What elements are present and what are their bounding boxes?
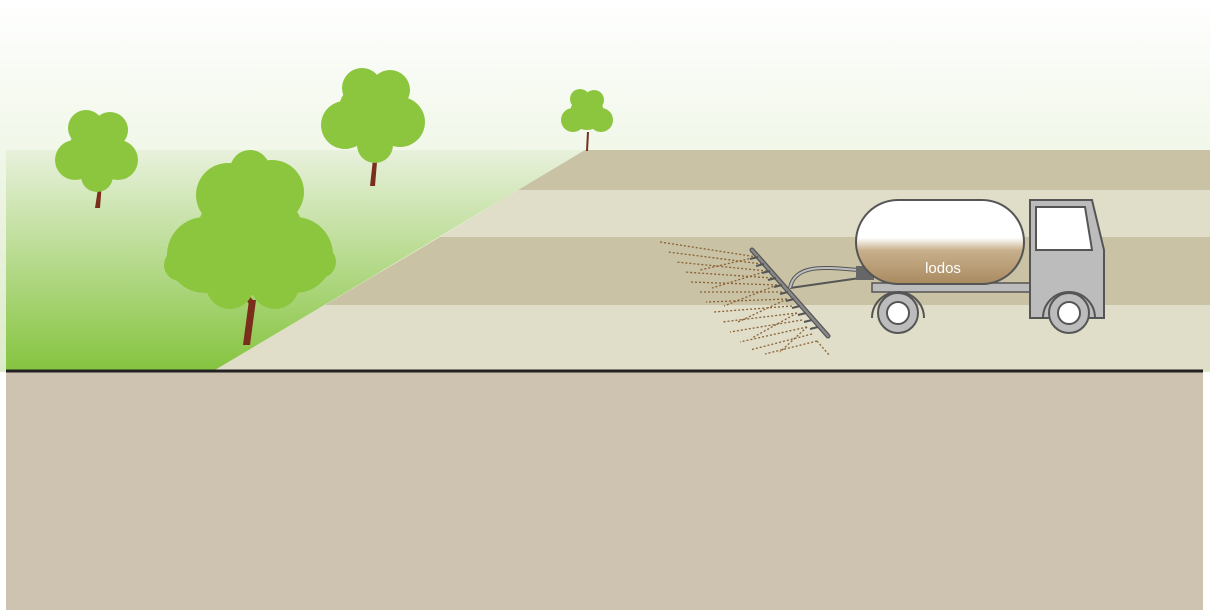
tank-label: lodos [925,260,961,277]
truck-window [1036,207,1092,250]
soil-cross-section [6,372,1203,610]
wheel [1049,293,1089,333]
field-stripe [518,150,1210,190]
wheel [878,293,918,333]
